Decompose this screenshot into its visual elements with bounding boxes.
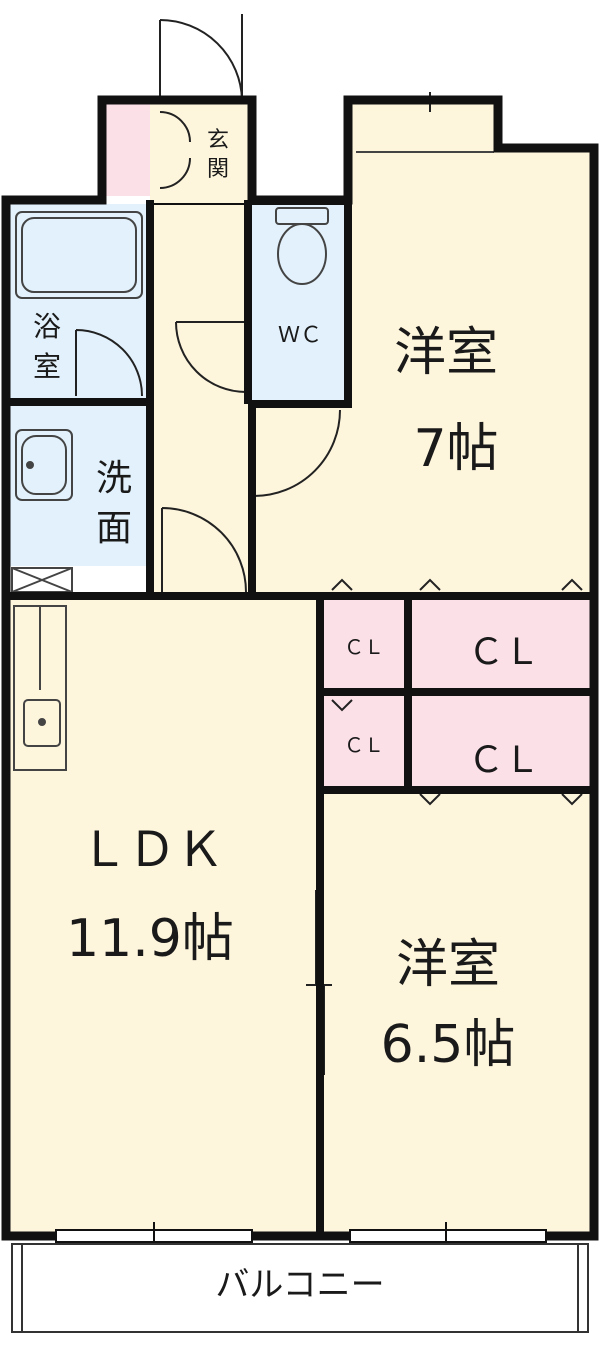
- cabinet-door-icon: [159, 111, 191, 189]
- bathtub-icon: [15, 211, 143, 299]
- ldk-door-icon: [161, 507, 247, 593]
- ldk-size: 11.9帖: [66, 909, 234, 969]
- ldk-name: ＬＤＫ: [80, 822, 224, 878]
- closet-large-upper-floor: [412, 598, 590, 688]
- balcony-label: バルコニー: [215, 1265, 384, 1305]
- south-windows: [55, 1222, 547, 1246]
- bath-label-2: 室: [33, 350, 61, 383]
- washroom-label-1: 洗: [96, 458, 132, 499]
- closet-small-lower-label: ＣＬ: [344, 733, 384, 757]
- entrance-label-1: 玄: [207, 128, 229, 153]
- walls: [1, 95, 599, 1241]
- entrance-floor: [150, 104, 248, 204]
- entrance-label-2: 関: [207, 157, 229, 182]
- hallway-floor: [150, 204, 248, 594]
- inner-walls: [6, 100, 594, 1236]
- entrance-door-icon: [159, 14, 243, 101]
- ldk-floor: [10, 598, 318, 1232]
- floor-fills: [10, 104, 590, 1232]
- fixtures: [11, 151, 494, 771]
- bath-floor: [10, 204, 150, 402]
- closet-large-lower-floor: [412, 696, 590, 786]
- room2-name: 洋室: [396, 935, 500, 995]
- closet-small-lower-floor: [324, 696, 404, 786]
- washbasin-icon: [15, 429, 73, 501]
- balcony-area: [11, 1243, 589, 1333]
- shoe-cabinet: [106, 104, 150, 196]
- bath-door-icon: [75, 329, 143, 397]
- closet-small-upper-floor: [324, 598, 404, 688]
- bath-label-1: 浴: [33, 310, 61, 343]
- closet-small-upper-label: ＣＬ: [344, 635, 384, 659]
- western-room-2-floor: [322, 790, 590, 1232]
- wc-label: ＷＣ: [278, 323, 322, 348]
- toilet-icon: [275, 207, 329, 285]
- closet-large-upper-label: ＣＬ: [468, 632, 540, 673]
- bathtub-inner: [21, 217, 137, 293]
- labels: 玄 関 ＷＣ 浴 室 洗 面 洋室 7帖 ＣＬ ＣＬ ＣＬ ＣＬ ＬＤＫ 11.…: [33, 128, 540, 1305]
- balcony: [11, 1243, 589, 1333]
- closet-chevron-icons: [331, 578, 583, 806]
- wc-floor: [252, 204, 348, 400]
- washroom-label-2: 面: [96, 508, 132, 549]
- wc-door-icon: [175, 321, 247, 393]
- kitchen-counter-icon: [13, 605, 67, 771]
- western-room-1-floor: [252, 104, 590, 594]
- closet-large-lower-label: ＣＬ: [468, 740, 540, 781]
- room1-name: 洋室: [394, 323, 498, 383]
- room1-size: 7帖: [413, 419, 498, 479]
- room2-size: 6.5帖: [381, 1015, 516, 1075]
